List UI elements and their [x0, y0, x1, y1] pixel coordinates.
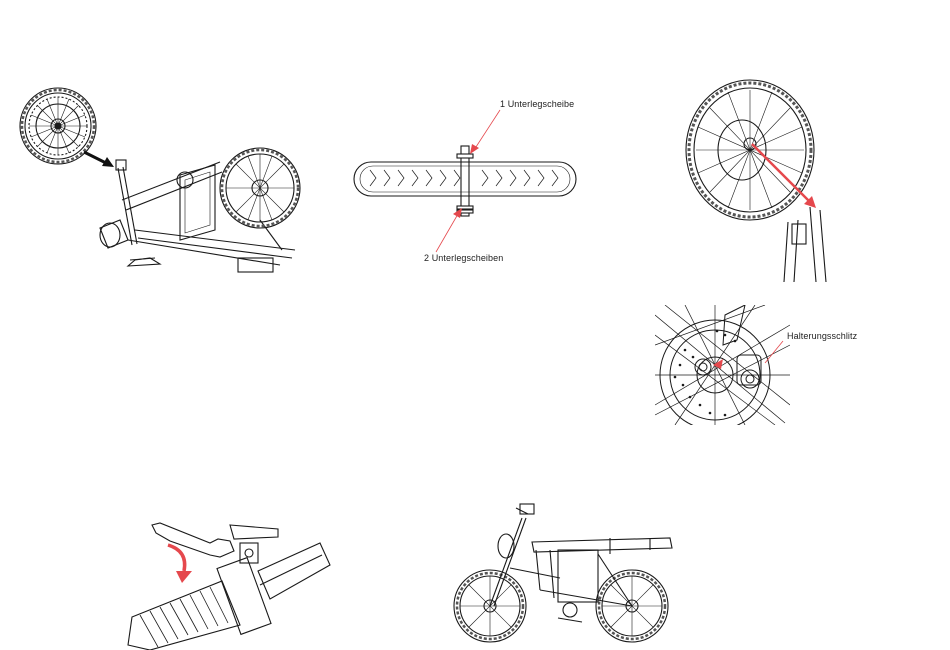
front-wheel-angled	[686, 80, 814, 220]
brake-lever	[152, 523, 278, 563]
rear-wheel	[220, 148, 300, 228]
figure-bike-upside-down	[10, 80, 310, 280]
figure-wheel-into-fork	[680, 72, 840, 284]
handlebar-grip	[128, 543, 330, 650]
label-mount-slot: Halterungsschlitz	[787, 331, 857, 341]
label-one-washer: 1 Unterlegscheibe	[500, 99, 574, 109]
disc-rotor	[655, 305, 790, 430]
figure-mount-slot-detail: Halterungsschlitz	[655, 305, 900, 427]
axle	[457, 146, 473, 216]
bike-frame-upside-down	[100, 160, 295, 272]
figure-tire-washers: 1 Unterlegscheibe 2 Unterlegscheiben	[340, 90, 620, 270]
bike-frame	[490, 504, 672, 622]
rotate-arrow	[168, 545, 192, 583]
figure-brake-lever	[110, 515, 340, 650]
tire-side-view	[354, 162, 576, 196]
fork	[784, 207, 826, 282]
insert-arrow	[84, 152, 114, 167]
washer-arrows	[436, 110, 500, 252]
figure-complete-bike	[450, 498, 680, 648]
label-two-washers: 2 Unterlegscheiben	[424, 253, 503, 263]
